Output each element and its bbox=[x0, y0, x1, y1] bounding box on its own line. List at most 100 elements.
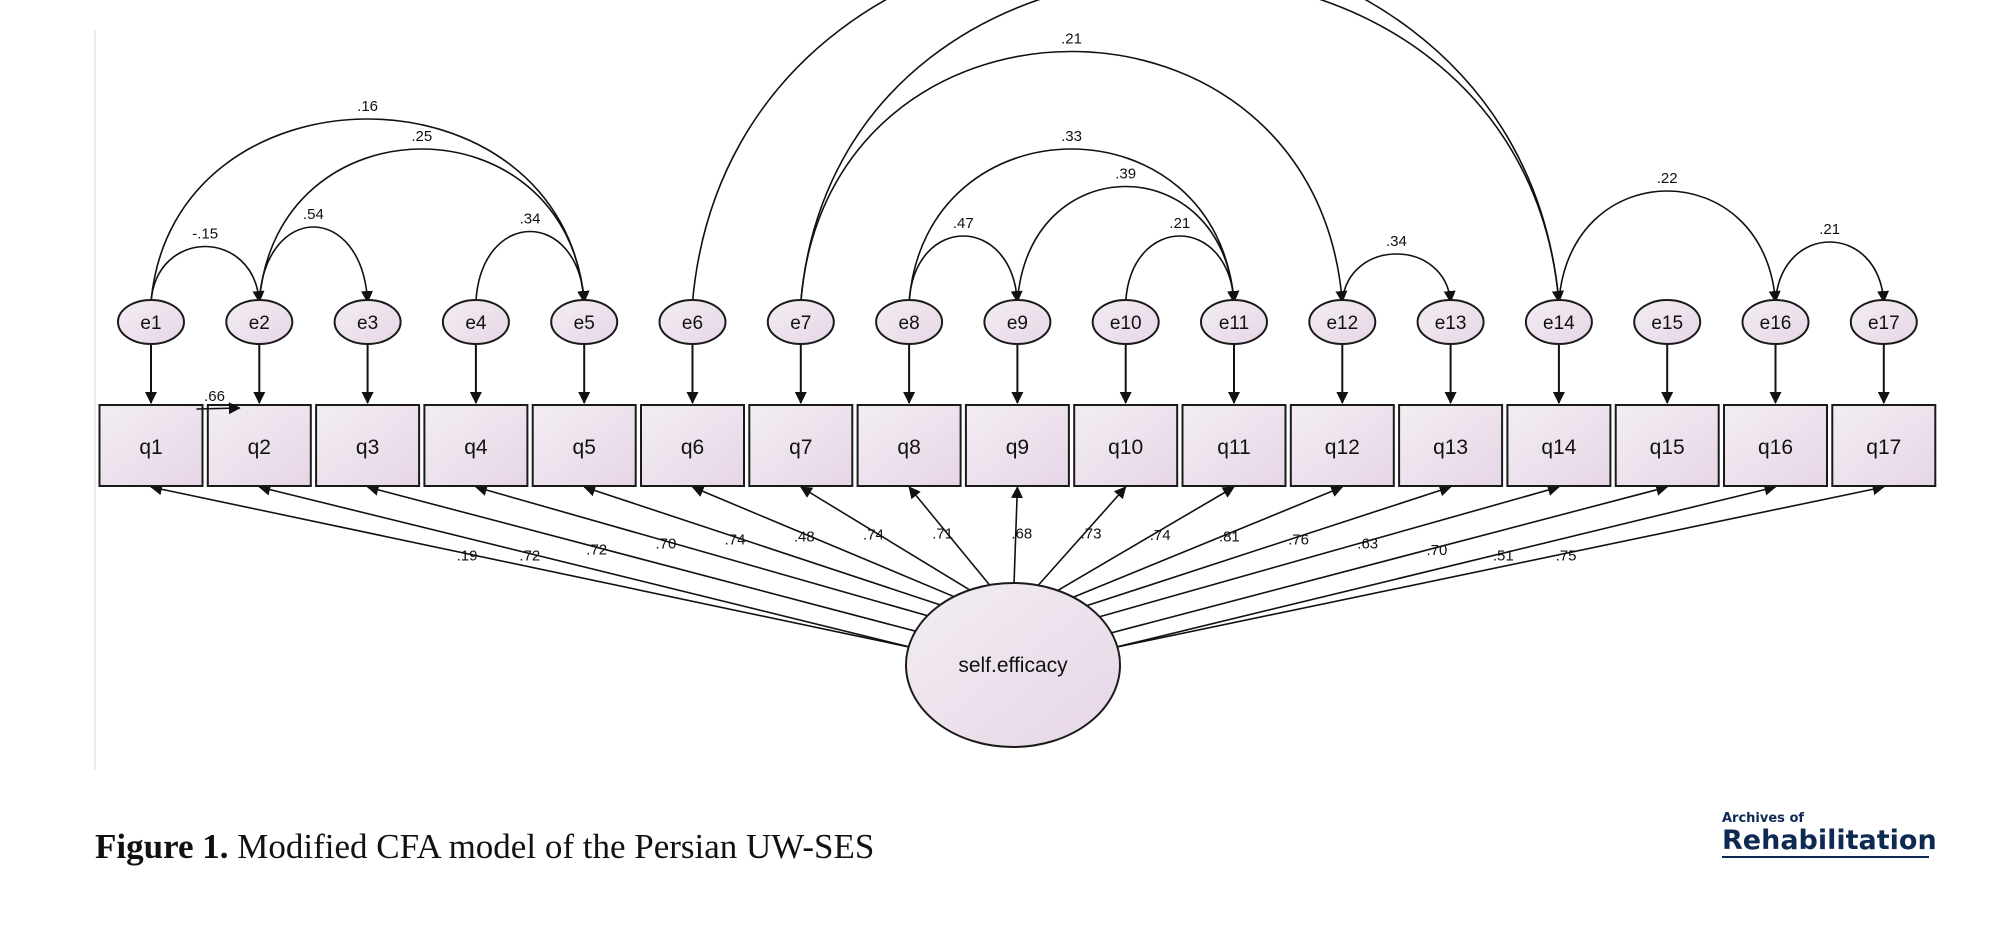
error-node-e1 bbox=[117, 299, 185, 345]
latent-label: self.efficacy bbox=[958, 654, 1068, 677]
covariance-arc-e2-e5 bbox=[252, 148, 590, 314]
item-box-q11 bbox=[1181, 404, 1287, 487]
covariance-label-e8-e9: .47 bbox=[953, 215, 974, 232]
loading-label-q6: .48 bbox=[794, 529, 815, 546]
loading-label-q7: .74 bbox=[863, 527, 884, 544]
error-label-e15: e15 bbox=[1651, 313, 1683, 334]
error-node-e17 bbox=[1849, 299, 1918, 345]
figure-caption-label: Figure 1. bbox=[95, 827, 229, 866]
error-node-e16 bbox=[1741, 299, 1810, 345]
item-label-q9: q9 bbox=[1006, 436, 1029, 459]
figure-caption-text: Modified CFA model of the Persian UW-SES bbox=[237, 827, 875, 866]
error-node-e8 bbox=[875, 299, 944, 345]
loading-arrow-q15 bbox=[1104, 483, 1669, 636]
item-box-q8 bbox=[856, 404, 962, 487]
item-label-q5: q5 bbox=[573, 436, 596, 459]
loading-arrow-q3 bbox=[366, 483, 923, 634]
covariance-arc-e1-e5 bbox=[144, 118, 590, 314]
item-box-q10 bbox=[1073, 404, 1179, 487]
loading-label-q16: .51 bbox=[1493, 548, 1514, 565]
error-label-e14: e14 bbox=[1543, 313, 1575, 334]
loading-label-q3: .72 bbox=[586, 541, 607, 558]
error-node-e3 bbox=[333, 299, 402, 345]
item-box-q6 bbox=[640, 404, 745, 487]
error-node-e2 bbox=[225, 299, 294, 345]
covariance-arc-e14-e16 bbox=[1552, 190, 1781, 314]
loading-arrow-q1 bbox=[150, 483, 914, 649]
error-label-e12: e12 bbox=[1326, 313, 1358, 334]
error-label-e3: e3 bbox=[357, 313, 378, 334]
error-label-e9: e9 bbox=[1007, 313, 1028, 334]
journal-logo: Archives of Rehabilitation bbox=[1722, 811, 1937, 858]
item-label-q15: q15 bbox=[1650, 436, 1685, 459]
error-label-e17: e17 bbox=[1868, 313, 1900, 334]
covariance-label-e1-e2: -.15 bbox=[192, 226, 218, 243]
journal-logo-line1: Archives of bbox=[1722, 811, 1805, 826]
item-box-q9 bbox=[964, 404, 1070, 487]
loading-label-q5: .74 bbox=[725, 531, 746, 548]
error-label-e11: e11 bbox=[1219, 313, 1249, 334]
covariance-label-e7-e12: .21 bbox=[1061, 31, 1082, 48]
error-node-e12 bbox=[1308, 299, 1377, 345]
item-path-label: .66 bbox=[204, 388, 225, 405]
item-box-q13 bbox=[1398, 404, 1504, 487]
error-label-e5: e5 bbox=[574, 313, 595, 334]
item-label-q14: q14 bbox=[1541, 436, 1576, 459]
item-label-q10: q10 bbox=[1108, 436, 1143, 459]
loading-label-q14: .63 bbox=[1357, 536, 1378, 553]
journal-logo-line2: Rehabilitation bbox=[1722, 825, 1937, 858]
item-label-q11: q11 bbox=[1217, 436, 1250, 459]
error-node-e14 bbox=[1524, 299, 1593, 345]
loading-arrow-q10 bbox=[1028, 486, 1127, 597]
covariance-arc-e1-e2 bbox=[144, 245, 265, 314]
covariance-group: -.15.16.54.25.34-.09.33.21.33.47.39.21.3… bbox=[144, 0, 1890, 314]
loading-group: .19.72.72.70.74.48.74.71.68.73.74.81.76.… bbox=[150, 483, 1885, 649]
error-node-e5 bbox=[550, 299, 619, 345]
item-label-q4: q4 bbox=[464, 436, 488, 459]
error-node-e15 bbox=[1633, 299, 1702, 345]
loading-arrow-q2 bbox=[258, 483, 914, 649]
item-box-q3 bbox=[315, 404, 421, 487]
covariance-label-e2-e5: .25 bbox=[411, 128, 432, 145]
loading-label-q12: .81 bbox=[1219, 529, 1240, 546]
loading-arrow-q5 bbox=[583, 484, 954, 610]
covariance-label-e16-e17: .21 bbox=[1819, 221, 1840, 238]
error-node-e7 bbox=[766, 299, 835, 345]
loading-arrow-q4 bbox=[474, 484, 939, 620]
item-box-q16 bbox=[1723, 404, 1828, 487]
error-label-e4: e4 bbox=[465, 313, 487, 334]
item-box-q12 bbox=[1289, 404, 1395, 487]
item-label-q6: q6 bbox=[681, 436, 704, 459]
item-label-q2: q2 bbox=[248, 436, 271, 459]
item-label-q1: q1 bbox=[139, 436, 162, 459]
covariance-label-e9-e11: .39 bbox=[1115, 166, 1136, 183]
covariance-label-e12-e13: .34 bbox=[1386, 233, 1407, 250]
item-box-q7 bbox=[748, 404, 854, 487]
error-label-e6: e6 bbox=[682, 313, 703, 334]
item-label-q8: q8 bbox=[897, 436, 920, 459]
error-node-e13 bbox=[1416, 299, 1485, 345]
loading-label-q15: .70 bbox=[1426, 542, 1447, 559]
error-label-e8: e8 bbox=[899, 313, 920, 334]
item-box-q1 bbox=[98, 404, 204, 487]
loading-label-q11: .74 bbox=[1150, 527, 1171, 544]
loading-label-q9: .68 bbox=[1011, 525, 1032, 542]
item-box-q5 bbox=[531, 404, 637, 487]
item-box-q2 bbox=[206, 404, 312, 487]
loading-label-q13: .76 bbox=[1288, 532, 1309, 549]
loading-arrow-q6 bbox=[691, 485, 969, 604]
loading-label-q2: .72 bbox=[519, 548, 540, 565]
loading-label-q8: .71 bbox=[932, 526, 953, 543]
covariance-arc-e8-e9 bbox=[902, 235, 1023, 314]
item-label-q13: q13 bbox=[1433, 436, 1468, 459]
covariance-arc-e9-e11 bbox=[1010, 185, 1240, 314]
figure-caption: Figure 1. Modified CFA model of the Pers… bbox=[95, 827, 874, 867]
item-label-q7: q7 bbox=[789, 436, 812, 459]
loading-label-q17: .75 bbox=[1556, 548, 1577, 565]
loading-arrow-q13 bbox=[1074, 484, 1452, 611]
error-label-e13: e13 bbox=[1435, 313, 1467, 334]
loading-arrow-q8 bbox=[908, 486, 1000, 597]
error-path-group bbox=[145, 344, 1890, 404]
